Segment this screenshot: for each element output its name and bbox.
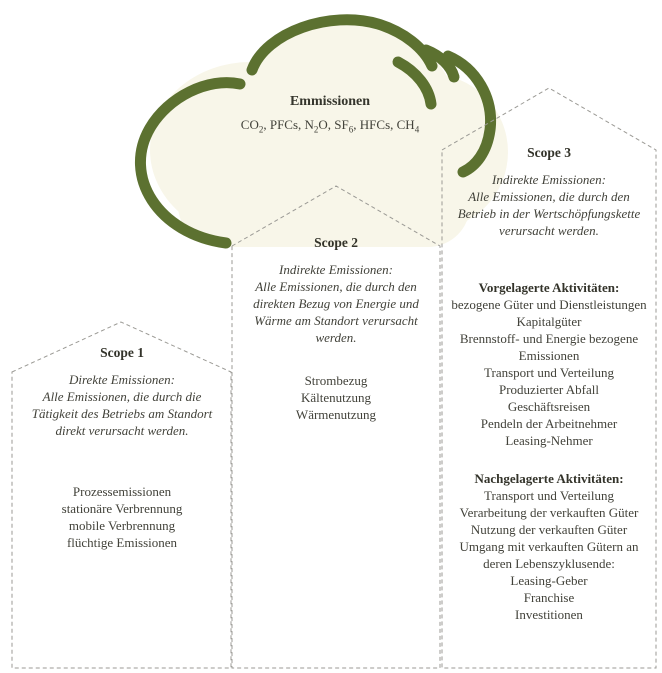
scope3-description-title: Indirekte Emissionen:	[492, 172, 606, 187]
list-item: Leasing-Nehmer	[505, 433, 593, 448]
scope1-box: Scope 1 Direkte Emissionen: Alle Emissio…	[12, 322, 232, 551]
list-item: mobile Verbrennung	[68, 518, 176, 533]
scope1-description-body: Alle Emissionen, die durch die Tätigkeit…	[31, 389, 213, 438]
scope3-box: Scope 3 Indirekte Emissionen: Alle Emiss…	[442, 88, 656, 623]
gas-subscript: 2	[258, 124, 264, 135]
list-item: Strombezug	[304, 373, 368, 388]
cloud-label: Emmissionen CO2, PFCs, N2O, SF6, HFCs, C…	[200, 94, 460, 135]
gas-text: , HFCs, CH	[353, 117, 415, 132]
cloud-title: Emmissionen	[289, 94, 371, 109]
gas-formula-list: CO2, PFCs, N2O, SF6, HFCs, CH4	[200, 117, 460, 135]
scope3-items: Vorgelagerte Aktivitäten: bezogene Güter …	[448, 279, 650, 623]
list-item: Verarbeitung der verkauften Güter	[459, 505, 639, 520]
scope2-description-title: Indirekte Emissionen:	[279, 262, 393, 277]
list-item: Wärmenutzung	[295, 407, 377, 422]
gas-subscript: 6	[348, 124, 354, 135]
gas-text: CO	[240, 117, 259, 132]
scope1-items: Prozessemissionen stationäre Verbrennung m…	[20, 483, 224, 551]
gas-subscript: 2	[313, 124, 319, 135]
list-item: Nutzung der verkauften Güter	[470, 522, 628, 537]
list-item: Transport und Verteilung	[484, 365, 614, 380]
scope2-description: Indirekte Emissionen: Alle Emissionen, d…	[239, 261, 433, 346]
list-item: flüchtige Emissionen	[66, 535, 178, 550]
list-item: Franchise	[523, 590, 575, 605]
scope-section: Prozessemissionen stationäre Verbrennung m…	[20, 483, 224, 551]
scope-section: Vorgelagerte Aktivitäten: bezogene Güter …	[448, 279, 650, 449]
scope3-description-body: Alle Emissionen, die durch den Betrieb i…	[457, 189, 641, 238]
list-item: bezogene Güter und Dienstleistungen	[451, 297, 647, 312]
scope1-description-title: Direkte Emissionen:	[68, 372, 176, 387]
list-item: stationäre Verbrennung	[61, 501, 183, 516]
scope-section: Nachgelagerte Aktivitäten: Transport und …	[448, 470, 650, 623]
gas-text: , PFCs, N	[263, 117, 314, 132]
list-item: Produzierter Abfall	[499, 382, 599, 397]
list-item: Leasing-Geber	[510, 573, 588, 588]
scope3-title: Scope 3	[527, 145, 571, 160]
list-item: Transport und Verteilung	[484, 488, 614, 503]
gas-text: O, SF	[318, 117, 349, 132]
list-item: Kältenutzung	[300, 390, 372, 405]
list-item: Umgang mit verkauften Gütern an deren Le…	[459, 539, 639, 571]
gas-subscript: 4	[414, 124, 420, 135]
list-item: Geschäftsreisen	[507, 399, 591, 414]
scope2-title: Scope 2	[314, 235, 358, 250]
section-heading: Nachgelagerte Aktivitäten:	[474, 471, 624, 486]
list-item: Pendeln der Arbeitnehmer	[480, 416, 618, 431]
list-item: Kapitalgüter	[516, 314, 582, 329]
scope1-title: Scope 1	[100, 345, 144, 360]
scope3-description: Indirekte Emissionen: Alle Emissionen, d…	[448, 171, 650, 239]
list-item: Investitionen	[515, 607, 583, 622]
list-item: Prozessemissionen	[72, 484, 172, 499]
section-heading: Vorgelagerte Aktivitäten:	[478, 280, 620, 295]
list-item: Brennstoff- und Energie bezogene Emissio…	[459, 331, 639, 363]
scope2-box: Scope 2 Indirekte Emissionen: Alle Emiss…	[232, 186, 440, 423]
scope1-description: Direkte Emissionen: Alle Emissionen, die…	[20, 371, 224, 439]
scope2-description-body: Alle Emissionen, die durch den direkten …	[253, 279, 419, 345]
